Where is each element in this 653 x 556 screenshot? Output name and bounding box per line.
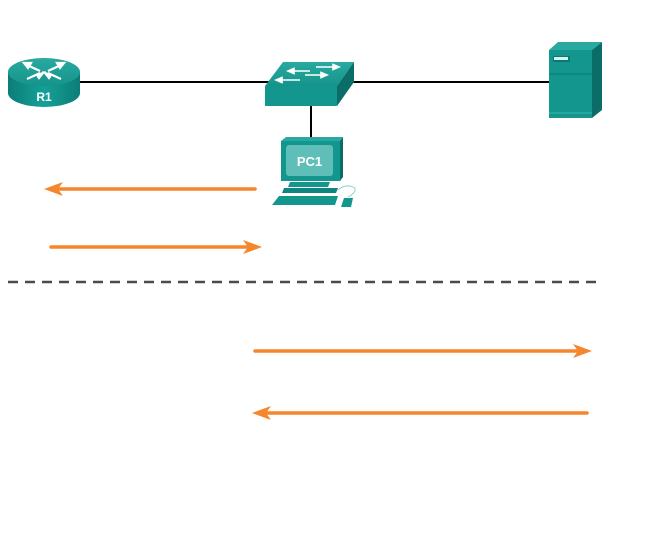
server[interactable] [549, 42, 602, 118]
pc-keyboard-icon [272, 196, 338, 205]
router-label: R1 [36, 90, 52, 104]
arrow-upper-right [49, 240, 262, 254]
router-arrows-glyph [21, 61, 67, 80]
switch[interactable] [265, 62, 354, 106]
arrow-lower-right [253, 344, 592, 358]
switch-arrows-glyph [273, 63, 342, 84]
pc-screen [286, 145, 333, 176]
server-icon [549, 42, 602, 50]
arrow-lower-left [252, 406, 589, 420]
pc-pc1[interactable]: PC1 [272, 137, 356, 207]
arrow-upper-left [44, 182, 257, 196]
pc-label: PC1 [297, 154, 322, 169]
router-r1[interactable]: R1 [8, 58, 80, 107]
pc-mouse-icon [341, 198, 353, 207]
